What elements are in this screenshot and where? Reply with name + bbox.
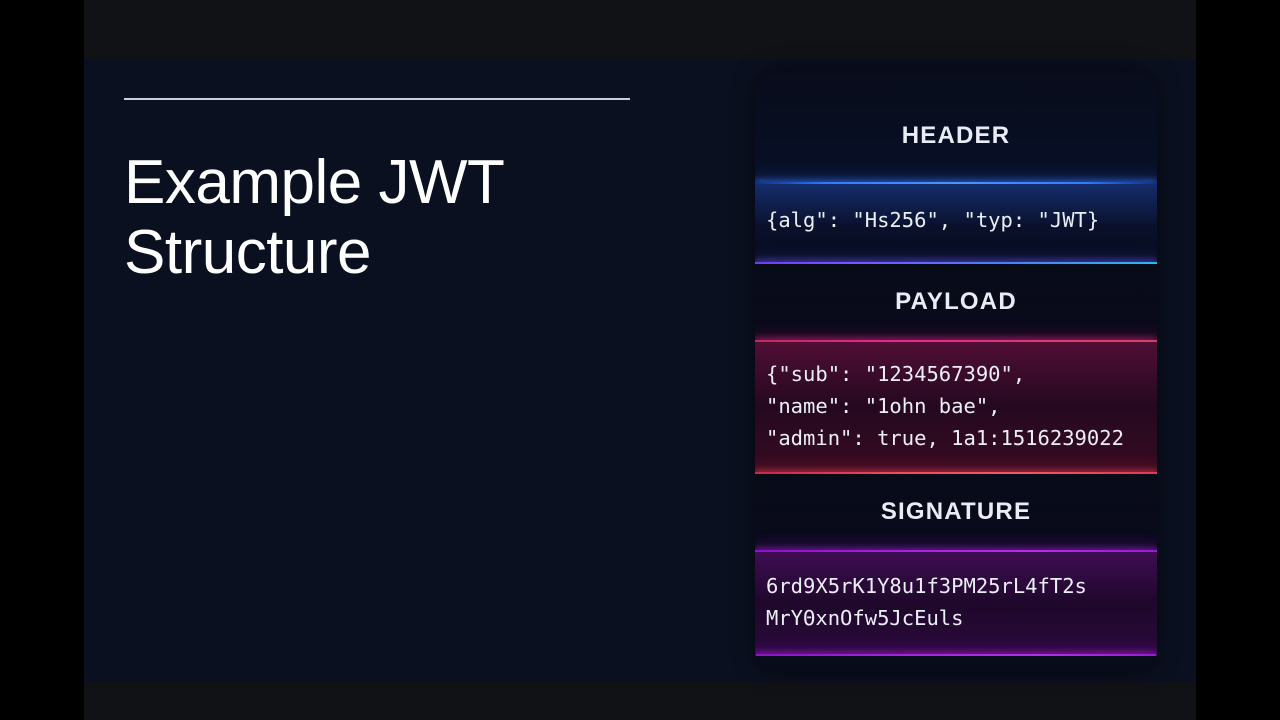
header-body: {alg": "Hs256", "typ: "JWT} bbox=[755, 184, 1157, 262]
slide-top-bar bbox=[84, 0, 1196, 60]
signature-code-line-1: 6rd9X5rK1Y8u1f3PM25rL4fT2s bbox=[766, 574, 1087, 598]
presentation-slide: Example JWT Structure HEADER {alg": "Hs2… bbox=[84, 0, 1196, 720]
signature-body: 6rd9X5rK1Y8u1f3PM25rL4fT2s MrYΘxnOfw5JcE… bbox=[755, 552, 1157, 654]
payload-code-line-3: "admin": true, 1a1:1516239022 bbox=[766, 426, 1124, 450]
payload-top-divider bbox=[755, 340, 1157, 342]
section-label-header: HEADER bbox=[755, 70, 1157, 182]
header-top-divider bbox=[755, 182, 1157, 184]
payload-code-line-2: "name": "1ohn bae", bbox=[766, 394, 1001, 418]
title-divider-rule bbox=[124, 98, 630, 100]
signature-bottom-divider bbox=[755, 654, 1157, 656]
payload-body: {"sub": "1234567390", "name": "1ohn bae"… bbox=[755, 342, 1157, 472]
page-title: Example JWT Structure bbox=[124, 148, 504, 288]
jwt-structure-card: HEADER {alg": "Hs256", "typ: "JWT} PAYLO… bbox=[755, 70, 1157, 672]
signature-top-divider bbox=[755, 550, 1157, 552]
payload-bottom-divider bbox=[755, 472, 1157, 474]
section-label-payload: PAYLOAD bbox=[755, 264, 1157, 340]
slide-bottom-bar bbox=[84, 682, 1196, 720]
card-footer-spacer bbox=[755, 656, 1157, 672]
section-label-signature: SIGNATURE bbox=[755, 474, 1157, 550]
payload-code-line-1: {"sub": "1234567390", bbox=[766, 362, 1026, 386]
title-block: Example JWT Structure bbox=[124, 98, 684, 288]
header-code-line-1: {alg": "Hs256", "typ: "JWT} bbox=[766, 208, 1100, 232]
header-bottom-divider bbox=[755, 262, 1157, 264]
signature-code-line-2: MrYΘxnOfw5JcEuls bbox=[766, 606, 964, 630]
